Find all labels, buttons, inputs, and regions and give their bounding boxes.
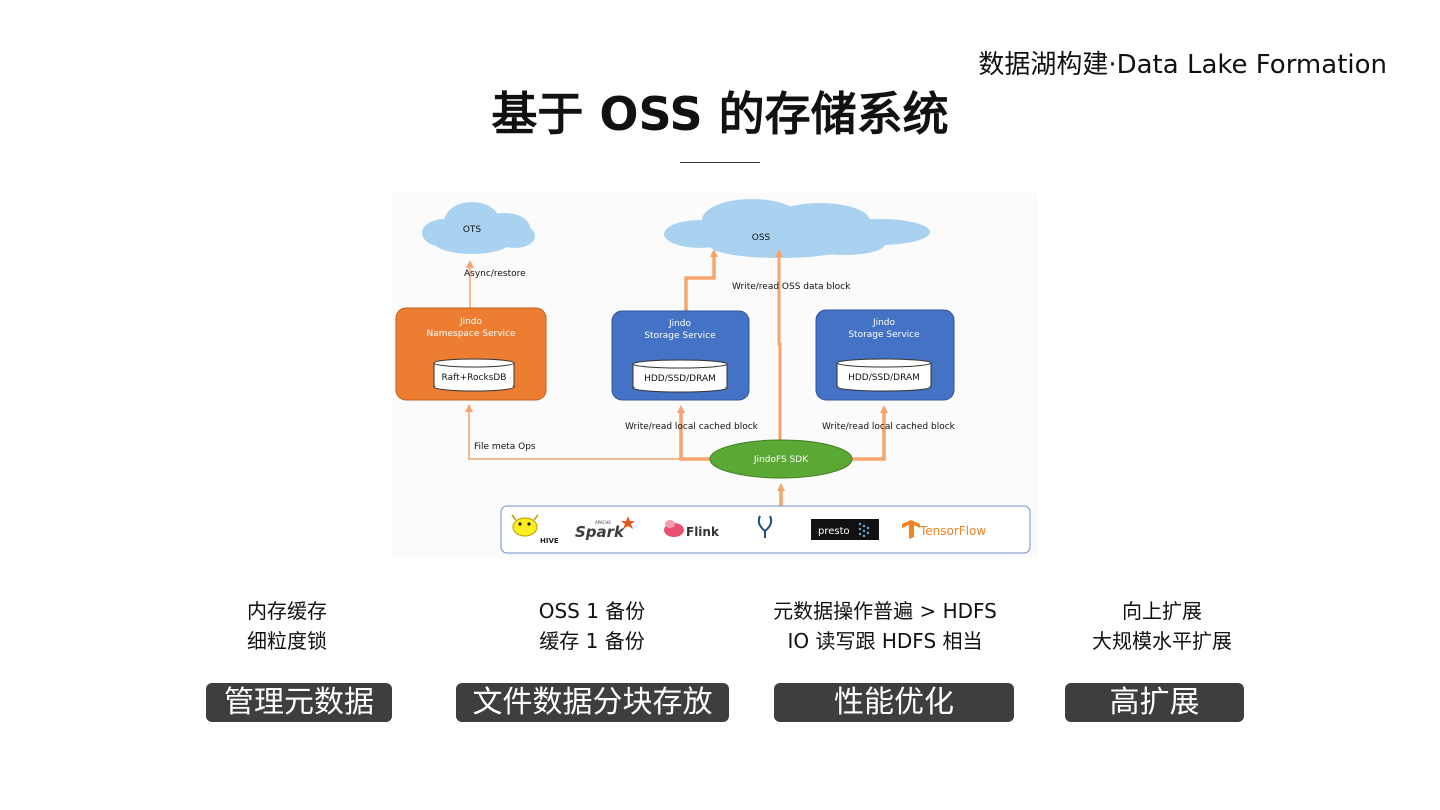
- oss-cloud: [664, 199, 930, 258]
- feature-pill-scaling: 高扩展: [1065, 683, 1244, 722]
- spark-star-icon: [621, 516, 635, 529]
- flink-label: Flink: [686, 525, 720, 539]
- arrow-sdk-to-storage-2: [850, 405, 888, 461]
- feature-desc-blocks: OSS 1 备份 缓存 1 备份: [452, 596, 732, 656]
- oss-label: OSS: [752, 233, 771, 243]
- hive-logo-icon: [511, 514, 539, 537]
- arrow-sdk-to-storage-1: [677, 405, 712, 461]
- edge-label-local-cache-1: Write/read local cached block: [625, 422, 759, 432]
- feature-desc-line: 内存缓存: [247, 599, 327, 623]
- flink-squirrel-icon: [664, 520, 684, 537]
- presto-dots-icon: [858, 522, 870, 538]
- storage-service-1-title-1: Jindo: [668, 319, 692, 329]
- namespace-db-cylinder: [433, 358, 515, 392]
- storage-2-db-cylinder: [836, 358, 932, 392]
- feature-pill-blocks: 文件数据分块存放: [456, 683, 729, 722]
- arrow-sdk-to-namespace: [465, 404, 710, 460]
- tensorflow-logo-icon: [902, 520, 920, 539]
- edge-label-oss-write: Write/read OSS data block: [732, 282, 851, 292]
- ots-label: OTS: [463, 225, 482, 235]
- edge-label-local-cache-2: Write/read local cached block: [822, 422, 956, 432]
- feature-desc-scaling: 向上扩展 大规模水平扩展: [1062, 596, 1262, 656]
- jindofs-sdk-label: JindoFS SDK: [753, 455, 809, 465]
- presto-logo-box: [811, 519, 879, 540]
- antelope-logo-icon: [757, 515, 773, 538]
- feature-desc-line: IO 读写跟 HDFS 相当: [787, 629, 983, 653]
- feature-desc-performance: 元数据操作普遍 > HDFS IO 读写跟 HDFS 相当: [755, 596, 1015, 656]
- namespace-service-title-2: Namespace Service: [426, 329, 516, 339]
- arrow-group: [465, 249, 888, 506]
- feature-desc-line: 向上扩展: [1122, 599, 1202, 623]
- feature-desc-line: 缓存 1 备份: [539, 629, 645, 653]
- namespace-db-label: Raft+RocksDB: [442, 373, 507, 383]
- tensorflow-label: TensorFlow: [919, 524, 986, 538]
- namespace-service-title-1: Jindo: [459, 317, 483, 327]
- storage-service-2-title-2: Storage Service: [848, 330, 920, 340]
- jindofs-sdk-node: [709, 439, 853, 479]
- storage-2-db-label: HDD/SSD/DRAM: [848, 373, 920, 383]
- spark-small-label: APACHE: [595, 520, 611, 525]
- hive-label: HIVE: [540, 537, 559, 545]
- feature-desc-metadata: 内存缓存 细粒度锁: [187, 596, 387, 656]
- feature-desc-line: OSS 1 备份: [538, 599, 646, 623]
- title-divider: [680, 162, 760, 163]
- feature-desc-line: 细粒度锁: [247, 629, 327, 653]
- ots-cloud: [422, 202, 535, 254]
- brand-label: 数据湖构建·Data Lake Formation: [978, 50, 1387, 80]
- feature-desc-line: 元数据操作普遍 > HDFS: [773, 599, 997, 623]
- feature-pill-performance: 性能优化: [774, 683, 1014, 722]
- spark-label: Spark: [575, 523, 625, 541]
- edge-label-async-restore: Async/restore: [464, 269, 526, 279]
- edge-label-file-meta: File meta Ops: [474, 442, 536, 452]
- feature-desc-line: 大规模水平扩展: [1092, 629, 1232, 653]
- storage-1-db-label: HDD/SSD/DRAM: [644, 374, 716, 384]
- feature-pill-metadata: 管理元数据: [206, 683, 392, 722]
- arrow-storage1-to-oss: [684, 249, 718, 311]
- arrow-sdk-to-oss: [775, 249, 783, 442]
- storage-service-1-title-2: Storage Service: [644, 331, 716, 341]
- page-title: 基于 OSS 的存储系统: [491, 87, 949, 141]
- storage-1-db-cylinder: [632, 359, 728, 393]
- storage-service-2-title-1: Jindo: [872, 318, 896, 328]
- presto-label: presto: [818, 526, 850, 537]
